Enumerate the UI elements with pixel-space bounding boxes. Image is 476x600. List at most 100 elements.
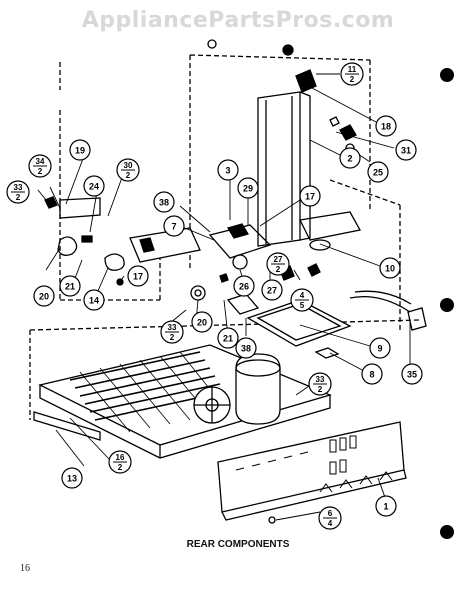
callout-label: 9 xyxy=(377,344,382,354)
callout-20: 20 xyxy=(33,285,55,307)
callout-label: 29 xyxy=(243,184,253,194)
callout-label: 13 xyxy=(67,474,77,484)
callout-label: 21 xyxy=(65,282,75,292)
mounting-strip xyxy=(33,411,101,441)
fraction-numerator: 4 xyxy=(300,291,305,300)
right-side-parts xyxy=(299,211,427,331)
fraction-callout-6-4: 64 xyxy=(318,506,342,530)
callout-14: 14 xyxy=(83,289,105,311)
rear-access-cover xyxy=(217,421,407,524)
callout-label: 20 xyxy=(197,318,207,328)
diagram-caption: REAR COMPONENTS xyxy=(186,539,290,550)
callout-27: 27 xyxy=(261,279,283,301)
callout-label: 19 xyxy=(75,146,85,156)
callout-label: 26 xyxy=(239,282,249,292)
callout-21: 21 xyxy=(217,327,239,349)
fraction-denominator: 2 xyxy=(38,167,43,176)
callout-label: 35 xyxy=(407,370,417,380)
fraction-callout-33-2: 332 xyxy=(160,320,184,344)
callout-label: 21 xyxy=(223,334,233,344)
fraction-callout-4-5: 45 xyxy=(290,288,314,312)
fraction-numerator: 34 xyxy=(36,157,45,166)
fraction-denominator: 2 xyxy=(118,463,123,472)
callout-3: 3 xyxy=(217,159,239,181)
fraction-numerator: 6 xyxy=(328,509,333,518)
fraction-denominator: 2 xyxy=(276,265,281,274)
fraction-numerator: 33 xyxy=(316,375,325,384)
fraction-callout-34-2: 342 xyxy=(28,154,52,178)
callout-label: 24 xyxy=(89,182,99,192)
callout-13: 13 xyxy=(61,467,83,489)
callout-17: 17 xyxy=(127,265,149,287)
binder-hole-top xyxy=(440,68,454,82)
callout-2: 2 xyxy=(339,147,361,169)
callout-38: 38 xyxy=(153,191,175,213)
callout-7: 7 xyxy=(163,215,185,237)
callout-38: 38 xyxy=(235,337,257,359)
fraction-numerator: 33 xyxy=(14,183,23,192)
middle-small-parts xyxy=(190,273,260,315)
fraction-denominator: 5 xyxy=(300,301,305,310)
fraction-numerator: 27 xyxy=(274,255,283,264)
fraction-numerator: 30 xyxy=(124,161,133,170)
top-small-parts xyxy=(207,39,357,153)
callout-18: 18 xyxy=(375,115,397,137)
fraction-denominator: 4 xyxy=(328,519,333,528)
callout-9: 9 xyxy=(369,337,391,359)
callout-label: 18 xyxy=(381,122,391,132)
drain-pan xyxy=(246,299,352,359)
page-number: 16 xyxy=(20,563,30,574)
callout-label: 2 xyxy=(347,154,352,164)
callout-35: 35 xyxy=(401,363,423,385)
left-bracket-assembly xyxy=(44,196,125,286)
fraction-callout-33-2: 332 xyxy=(6,180,30,204)
callout-label: 20 xyxy=(39,292,49,302)
fraction-denominator: 2 xyxy=(350,75,355,84)
callout-1: 1 xyxy=(375,495,397,517)
callout-label: 17 xyxy=(305,192,315,202)
binder-hole-bottom xyxy=(440,525,454,539)
fraction-callout-30-2: 302 xyxy=(116,158,140,182)
callout-19: 19 xyxy=(69,139,91,161)
callout-26: 26 xyxy=(233,275,255,297)
callout-label: 14 xyxy=(89,296,99,306)
callout-17: 17 xyxy=(299,185,321,207)
callout-label: 8 xyxy=(369,370,374,380)
callout-29: 29 xyxy=(237,177,259,199)
callout-label: 38 xyxy=(241,344,251,354)
callout-21: 21 xyxy=(59,275,81,297)
fraction-numerator: 33 xyxy=(168,323,177,332)
leader-lines xyxy=(37,73,411,521)
fraction-callout-16-2: 162 xyxy=(108,450,132,474)
callout-label: 7 xyxy=(171,222,176,232)
callout-8: 8 xyxy=(361,363,383,385)
callout-label: 38 xyxy=(159,198,169,208)
fraction-denominator: 2 xyxy=(318,385,323,394)
callout-label: 31 xyxy=(401,146,411,156)
callout-24: 24 xyxy=(83,175,105,197)
callout-label: 10 xyxy=(385,264,395,274)
fraction-denominator: 2 xyxy=(170,333,175,342)
fraction-denominator: 2 xyxy=(16,193,21,202)
binder-hole-middle xyxy=(440,298,454,312)
fraction-numerator: 11 xyxy=(348,65,357,74)
vertical-channel-part xyxy=(257,91,311,247)
callout-label: 3 xyxy=(225,166,230,176)
callout-label: 25 xyxy=(373,168,383,178)
fraction-callout-33-2: 332 xyxy=(308,372,332,396)
callout-20: 20 xyxy=(191,311,213,333)
callout-label: 27 xyxy=(267,286,277,296)
callout-31: 31 xyxy=(395,139,417,161)
fraction-denominator: 2 xyxy=(126,171,131,180)
base-pan-condenser xyxy=(38,344,332,459)
fraction-callout-11-2: 112 xyxy=(340,62,364,86)
callout-10: 10 xyxy=(379,257,401,279)
compressor xyxy=(193,353,281,425)
fraction-callout-27-2: 272 xyxy=(266,252,290,276)
fraction-numerator: 16 xyxy=(116,453,125,462)
callout-label: 17 xyxy=(133,272,143,282)
watermark-text: AppliancePartsPros.com xyxy=(81,8,395,33)
